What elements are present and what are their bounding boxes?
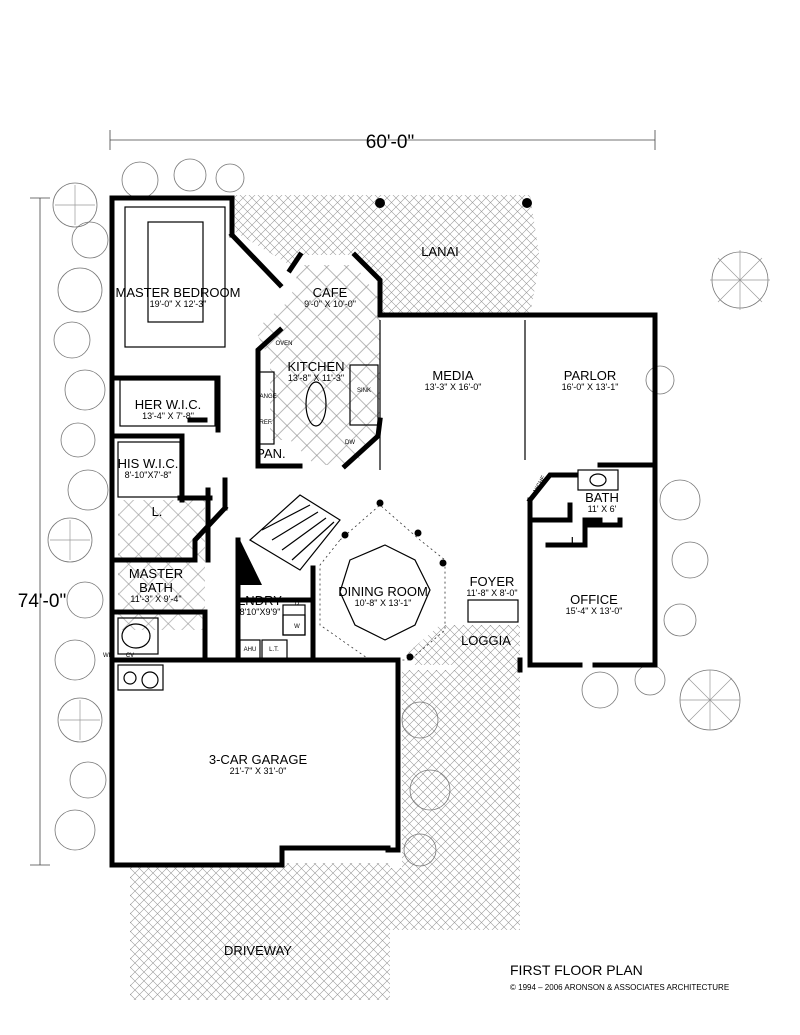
lt-label: L.T. — [269, 647, 279, 653]
washer-label: W — [294, 624, 300, 630]
room-name: BATH — [139, 580, 173, 595]
room-name: KITCHEN — [287, 359, 344, 374]
room-name: 3-CAR GARAGE — [209, 752, 308, 767]
dryer-label: D — [295, 601, 300, 607]
landscaping — [47, 158, 770, 867]
room-size: 21'-7" X 31'-0" — [230, 766, 287, 776]
room-name: DRIVEWAY — [224, 943, 292, 958]
room-name: FOYER — [470, 574, 515, 589]
room-size: 13'-3" X 16'-0" — [425, 382, 482, 392]
room-size: 11'-8" X 8'-0" — [466, 588, 517, 598]
paving — [118, 195, 540, 1000]
interior-lines — [117, 206, 619, 691]
room-name: LOGGIA — [461, 633, 511, 648]
room-size: 13'-4" X 7'-8" — [142, 411, 194, 421]
room-name: MEDIA — [432, 368, 474, 383]
plan-title: FIRST FLOOR PLAN — [510, 962, 643, 978]
room-name: MASTER BEDROOM — [116, 285, 241, 300]
lanai-columns — [375, 198, 532, 208]
room-size: 15'-4" X 13'-0" — [566, 606, 623, 616]
stair — [240, 494, 341, 585]
dimension-lines — [30, 130, 656, 866]
sink-label: SINK — [357, 388, 371, 394]
linen-label: L. — [152, 504, 163, 519]
wh-label: WH — [103, 653, 113, 659]
ahu-label: AHU — [244, 647, 257, 653]
room-name: CAFE — [313, 285, 348, 300]
room-size: 11' X 6' — [588, 504, 617, 514]
room-size: 11'-3" X 9'-4" — [130, 594, 181, 604]
copyright: © 1994 – 2006 ARONSON & ASSOCIATES ARCHI… — [510, 983, 729, 992]
room-name: LANAI — [421, 244, 459, 259]
cv-label: CV — [126, 653, 134, 659]
dining-outline — [319, 499, 447, 661]
width-dimension: 60'-0" — [366, 132, 414, 153]
pantry-label: PAN. — [256, 446, 285, 461]
room-name: BATH — [585, 490, 619, 505]
dw-label: DW — [345, 440, 355, 446]
walls — [109, 195, 658, 868]
room-size: 8'10"X9'9" — [240, 607, 281, 617]
room-name: MASTER — [129, 566, 183, 581]
room-name: HER W.I.C. — [135, 397, 201, 412]
room-size: 8'-10"X7'-8" — [125, 470, 172, 480]
room-name: HIS W.I.C. — [118, 456, 179, 471]
oven-label: OVEN — [275, 341, 292, 347]
room-size: 10'-8" X 13'-1" — [355, 598, 412, 608]
room-size: 19'-0" X 12'-3" — [150, 299, 207, 309]
room-name: DINING ROOM — [338, 584, 428, 599]
room-name: PARLOR — [564, 368, 617, 383]
room-size: 13'-8" X 11'-3" — [288, 373, 344, 383]
room-labels: MASTER BEDROOM 19'-0" X 12'-3" CAFE 9'-0… — [116, 244, 623, 958]
room-name: LNDRY — [238, 593, 282, 608]
room-size: 9'-0" X 10'-0" — [304, 299, 356, 309]
depth-dimension: 74'-0" — [18, 591, 66, 612]
room-name: OFFICE — [570, 592, 618, 607]
linen-label: L. — [571, 534, 582, 549]
room-size: 16'-0" X 13'-1" — [562, 382, 619, 392]
ref-label: REF. — [259, 420, 272, 426]
range-label: RANGE — [255, 394, 276, 400]
